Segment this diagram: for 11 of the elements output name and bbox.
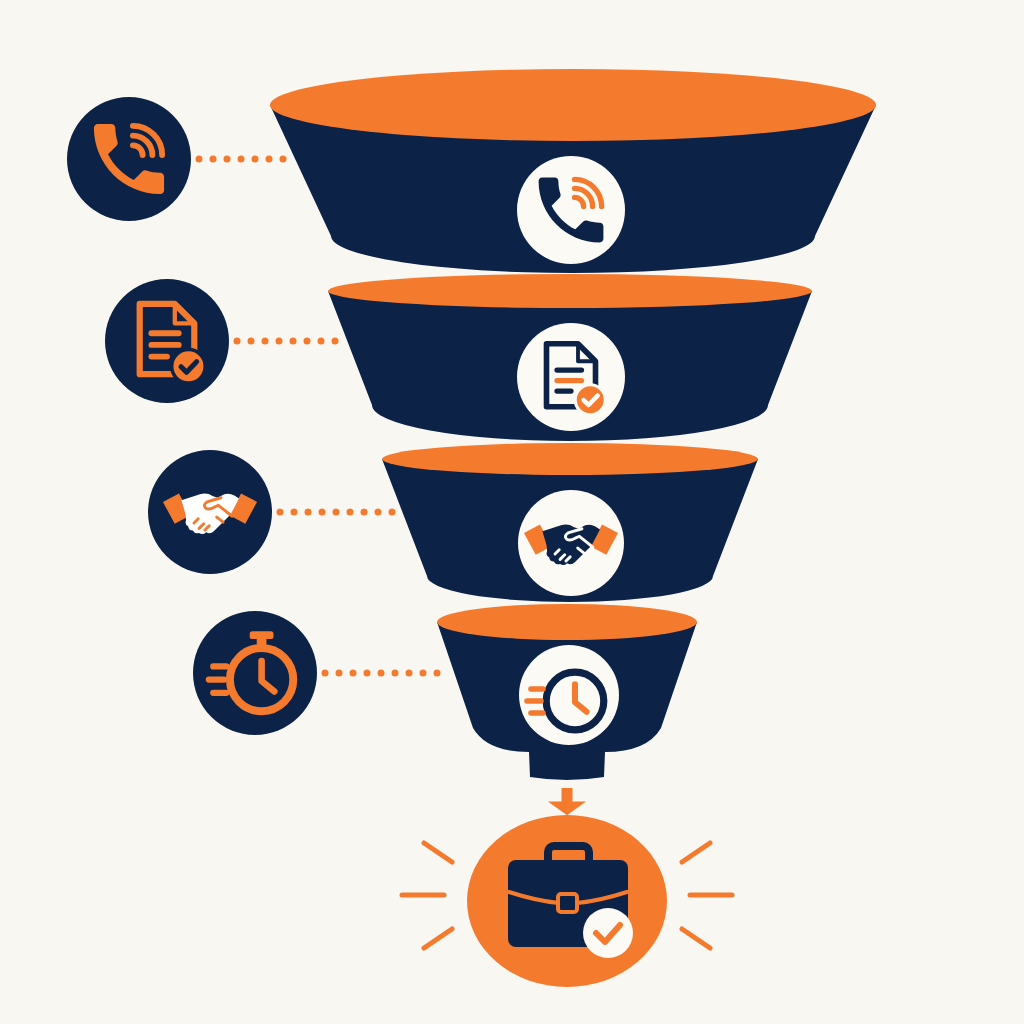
funnel-section-illustration — [270, 69, 876, 273]
arrow — [548, 788, 586, 816]
funnel-section-illustration — [328, 274, 812, 441]
dotted-connector — [276, 508, 398, 516]
funnel-section-illustration — [437, 604, 697, 781]
stopwatch-icon — [193, 611, 317, 735]
document-check-icon — [105, 279, 229, 403]
briefcase-icon — [467, 815, 667, 987]
funnel-section-illustration — [382, 443, 758, 602]
handshake-icon — [148, 450, 272, 574]
phone-icon — [67, 97, 191, 221]
